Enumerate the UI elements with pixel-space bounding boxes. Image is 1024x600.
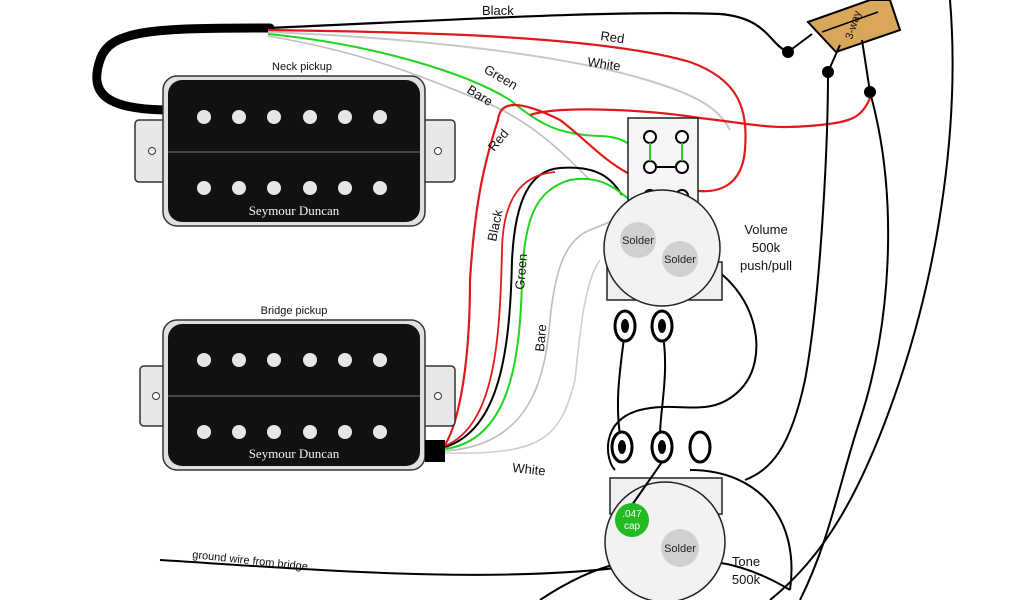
neck-pickup: Neck pickup Seymour Duncan: [134, 61, 456, 227]
cap-value: .047: [622, 509, 642, 520]
red-wire-bridge-inner: [444, 171, 556, 447]
label-black-top: Black: [482, 3, 514, 18]
black-wire-right-2: [799, 91, 890, 600]
tone-capacitor: .047 cap: [615, 461, 663, 537]
black-wire-vol-lug-2: [659, 329, 667, 436]
black-wire-vol-lug: [616, 329, 626, 436]
bridge-pole-pieces: [197, 353, 387, 439]
volume-solder-right: Solder: [664, 254, 696, 266]
white-wire-top: [267, 31, 731, 131]
black-wire-tone-right: [689, 469, 793, 591]
red-wire-switch-loop: [529, 97, 872, 129]
green-wire-bridge: [444, 177, 631, 450]
tone-pot: Solder .047 cap Tone 500k: [604, 430, 761, 600]
label-white-top: White: [587, 54, 622, 73]
black-wire-bridge: [444, 166, 623, 448]
black-wire-top: [267, 12, 791, 54]
tone-lugs: [610, 430, 712, 464]
volume-lugs: [613, 309, 674, 343]
label-green-bridge: Green: [512, 253, 530, 290]
black-wire-volume-tone: [606, 259, 758, 471]
red-wire-switch: [444, 103, 691, 446]
tone-solder: Solder: [664, 543, 696, 555]
cap-unit: cap: [624, 521, 641, 532]
label-red-top: Red: [600, 28, 626, 46]
neck-lead-cable: [92, 23, 275, 115]
three-way-switch: 3-way: [782, 0, 902, 98]
bare-wire-neck: [267, 35, 591, 181]
label-bare-bridge: Bare: [532, 324, 549, 353]
neck-pickup-brand: Seymour Duncan: [249, 203, 340, 218]
bridge-pickup-title: Bridge pickup: [261, 305, 328, 317]
volume-name: Volume: [744, 222, 787, 237]
green-wire-neck: [267, 33, 643, 173]
label-black-bridge: Black: [484, 208, 505, 243]
volume-pot: Solder Solder Volume 500k push/pull: [603, 189, 792, 343]
neck-pickup-title: Neck pickup: [272, 61, 332, 73]
red-wire-top: [267, 28, 747, 193]
label-white-bridge: White: [512, 460, 547, 478]
bridge-pickup: Bridge pickup Seymour Duncan: [139, 305, 456, 471]
tone-value: 500k: [732, 572, 761, 587]
tone-name: Tone: [732, 554, 760, 569]
volume-solder-left: Solder: [622, 235, 654, 247]
neck-pole-pieces: [197, 110, 387, 195]
bridge-pickup-brand: Seymour Duncan: [249, 446, 340, 461]
volume-type: push/pull: [740, 258, 792, 273]
white-wire-bridge: [444, 259, 601, 454]
black-wire-right-1: [744, 71, 829, 481]
volume-value: 500k: [752, 240, 781, 255]
ground-wire: [159, 559, 791, 591]
black-wire-right-3: [769, 0, 954, 600]
label-ground-wire: ground wire from bridge: [192, 549, 309, 573]
